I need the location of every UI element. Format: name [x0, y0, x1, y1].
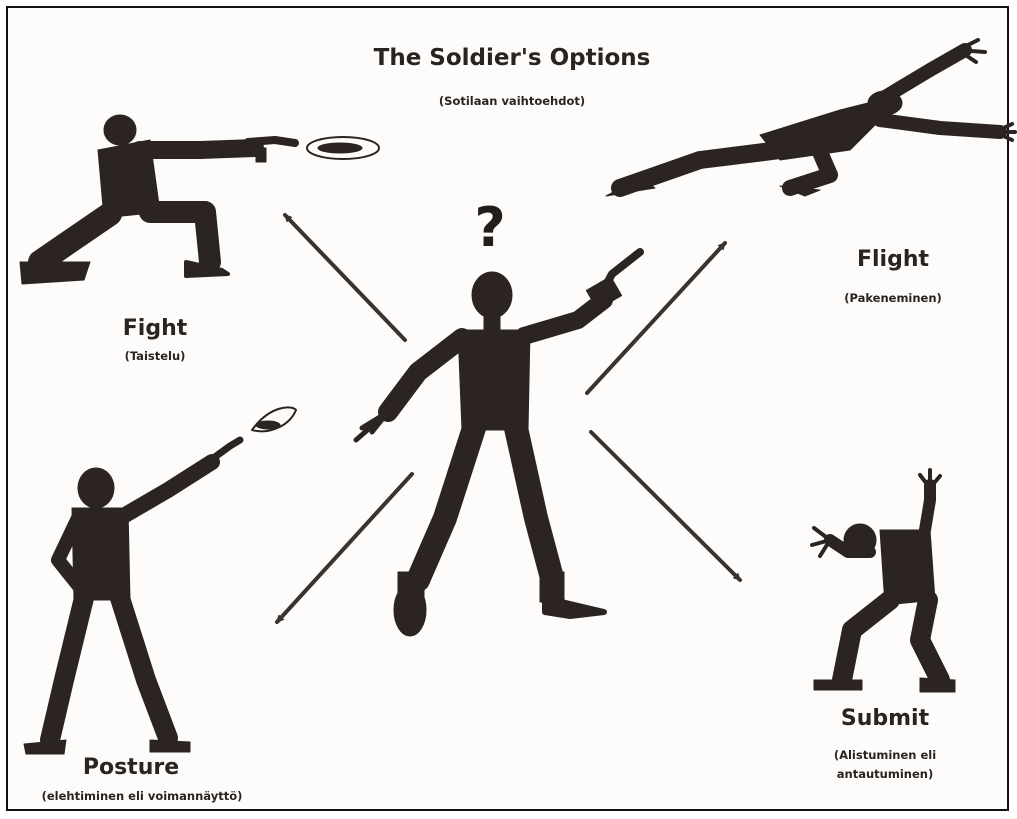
center-soldier-silhouette — [356, 252, 640, 636]
fight-translation: (Taistelu) — [90, 349, 220, 363]
arrow-to-posture — [277, 474, 412, 622]
page-title: The Soldier's Options — [262, 45, 762, 71]
posture-label: Posture — [46, 755, 216, 780]
arrow-to-fight — [285, 215, 405, 340]
submit-soldier-silhouette — [812, 470, 955, 692]
flight-translation: (Pakeneminen) — [818, 291, 968, 305]
submit-translation-line1: (Alistuminen eli — [805, 748, 965, 762]
flight-label: Flight — [828, 247, 958, 272]
submit-label: Submit — [820, 706, 950, 731]
page-subtitle: (Sotilaan vaihtoehdot) — [362, 94, 662, 108]
question-mark: ? — [470, 196, 510, 259]
arrow-to-flight — [587, 243, 725, 393]
posture-translation: (elehtiminen eli voimannäyttö) — [12, 789, 272, 803]
fight-label: Fight — [90, 316, 220, 341]
posture-soldier-silhouette — [24, 407, 296, 754]
submit-translation-line2: antautuminen) — [805, 767, 965, 781]
arrow-to-submit — [591, 432, 740, 580]
